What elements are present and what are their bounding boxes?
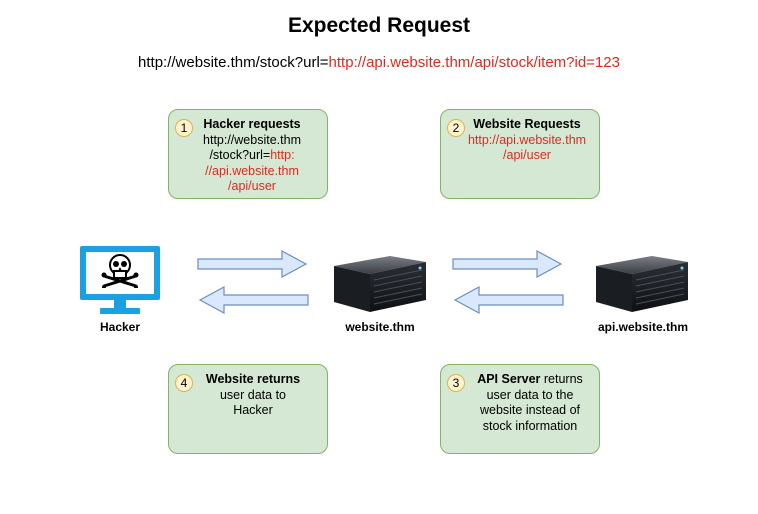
step-3-line3: stock information [482, 418, 578, 433]
step-1-line3: //api.website.thm [205, 163, 299, 178]
step-1-text: Hacker requests http://website.thm /stoc… [177, 117, 327, 195]
step-1-box: 1 Hacker requests http://website.thm /st… [168, 109, 328, 199]
step-1-line4: /api/user [228, 179, 276, 193]
url-prefix: http://website.thm/stock?url= [138, 54, 329, 71]
step-3-line2: website instead of [479, 403, 581, 417]
step-1-badge: 1 [175, 119, 193, 137]
expected-request-url: http://website.thm/stock?url=http://api.… [0, 54, 758, 71]
step-2-text: Website Requests http://api.website.thm … [455, 117, 599, 164]
step-2-line1: http://api.website.thm [467, 132, 587, 147]
website-label: website.thm [345, 320, 415, 334]
hacker-label: Hacker [99, 320, 141, 334]
website-server-icon [334, 256, 426, 312]
step-4-text: Website returns user data to Hacker [179, 372, 327, 419]
step-3-box: 3 API Server returns user data to the we… [440, 364, 600, 454]
step-2-line2: /api/user [503, 148, 551, 162]
step-3-heading-bold: API Server [477, 372, 541, 386]
step-2-badge: 2 [447, 119, 465, 137]
arrow-website-to-api [452, 249, 563, 279]
step-2-box: 2 Website Requests http://api.website.th… [440, 109, 600, 199]
step-3-text: API Server returns user data to the webs… [461, 372, 599, 434]
step-3-line1: user data to the [486, 387, 574, 402]
step-1-line2-plain: /stock?url= [209, 148, 271, 162]
step-1-line2-red: http: [270, 148, 295, 162]
api-server-label: api.website.thm [597, 320, 689, 334]
diagram-title: Expected Request [287, 14, 471, 37]
step-1-line1: http://website.thm [203, 132, 301, 147]
step-4-box: 4 Website returns user data to Hacker [168, 364, 328, 454]
arrow-api-to-website [453, 285, 564, 315]
arrow-website-to-hacker [198, 285, 309, 315]
step-4-badge: 4 [175, 374, 193, 392]
step-4-heading: Website returns [205, 372, 301, 386]
url-highlight: http://api.website.thm/api/stock/item?id… [328, 54, 620, 71]
step-3-badge: 3 [447, 374, 465, 392]
step-3-heading-rest: returns [540, 372, 583, 386]
step-3-heading: API Server returns [461, 372, 599, 388]
step-4-line1: user data to [219, 387, 286, 402]
skull-crossbones-icon [101, 254, 139, 288]
step-1-line2: /stock?url=http: [177, 148, 327, 164]
step-4-line2: Hacker [233, 403, 273, 417]
step-2-heading: Website Requests [473, 117, 581, 131]
api-server-icon [596, 256, 688, 312]
step-1-heading: Hacker requests [203, 117, 301, 131]
arrow-hacker-to-website [197, 249, 308, 279]
